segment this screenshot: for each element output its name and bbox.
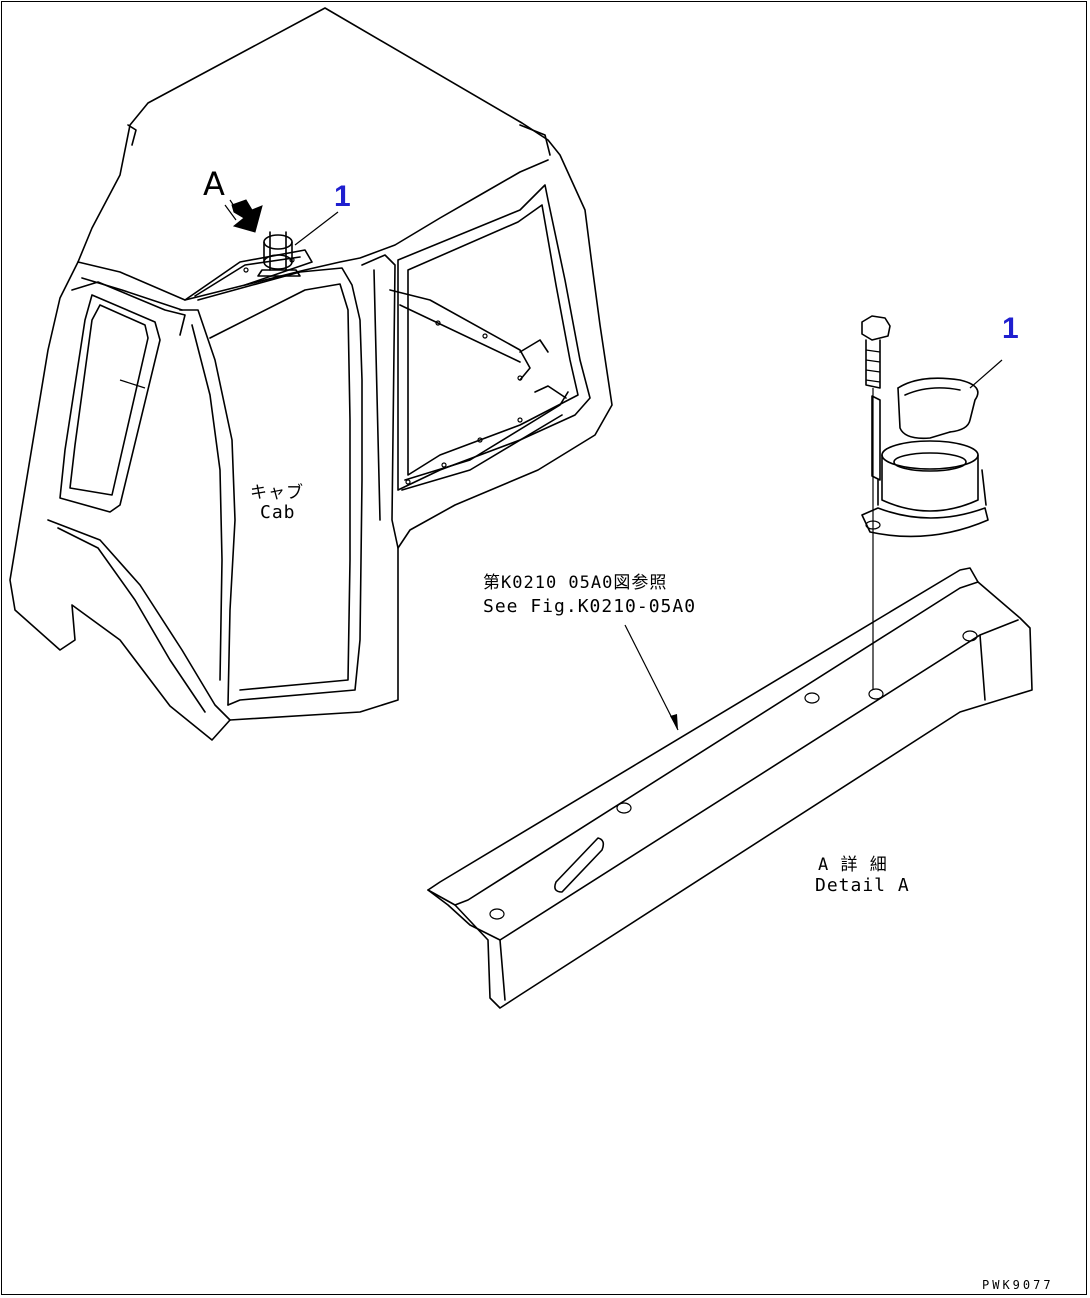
detail-callout-leader <box>969 359 1003 389</box>
reference-label-en: See Fig.K0210-05A0 <box>483 596 697 617</box>
drawing-code: PWK9077 <box>982 1278 1054 1292</box>
cab-item-callout: 1 <box>334 180 351 213</box>
detail-label-jp: A 詳 細 <box>818 855 888 875</box>
detail-rail <box>427 567 1033 1009</box>
reference-leader <box>624 624 679 731</box>
cab-label-en: Cab <box>260 502 296 523</box>
cab-outline <box>9 7 613 741</box>
cab-callout-leader <box>294 211 339 246</box>
cab-label-jp: キャブ <box>250 483 304 503</box>
detail-bracket <box>861 315 989 690</box>
detail-label-en: Detail A <box>815 875 910 896</box>
view-label: A <box>203 165 226 203</box>
detail-item-callout: 1 <box>1002 312 1019 345</box>
reference-label-jp: 第K0210 05A0図参照 <box>483 573 668 593</box>
view-arrow-icon <box>224 199 263 233</box>
cab-item-icon <box>257 231 301 277</box>
